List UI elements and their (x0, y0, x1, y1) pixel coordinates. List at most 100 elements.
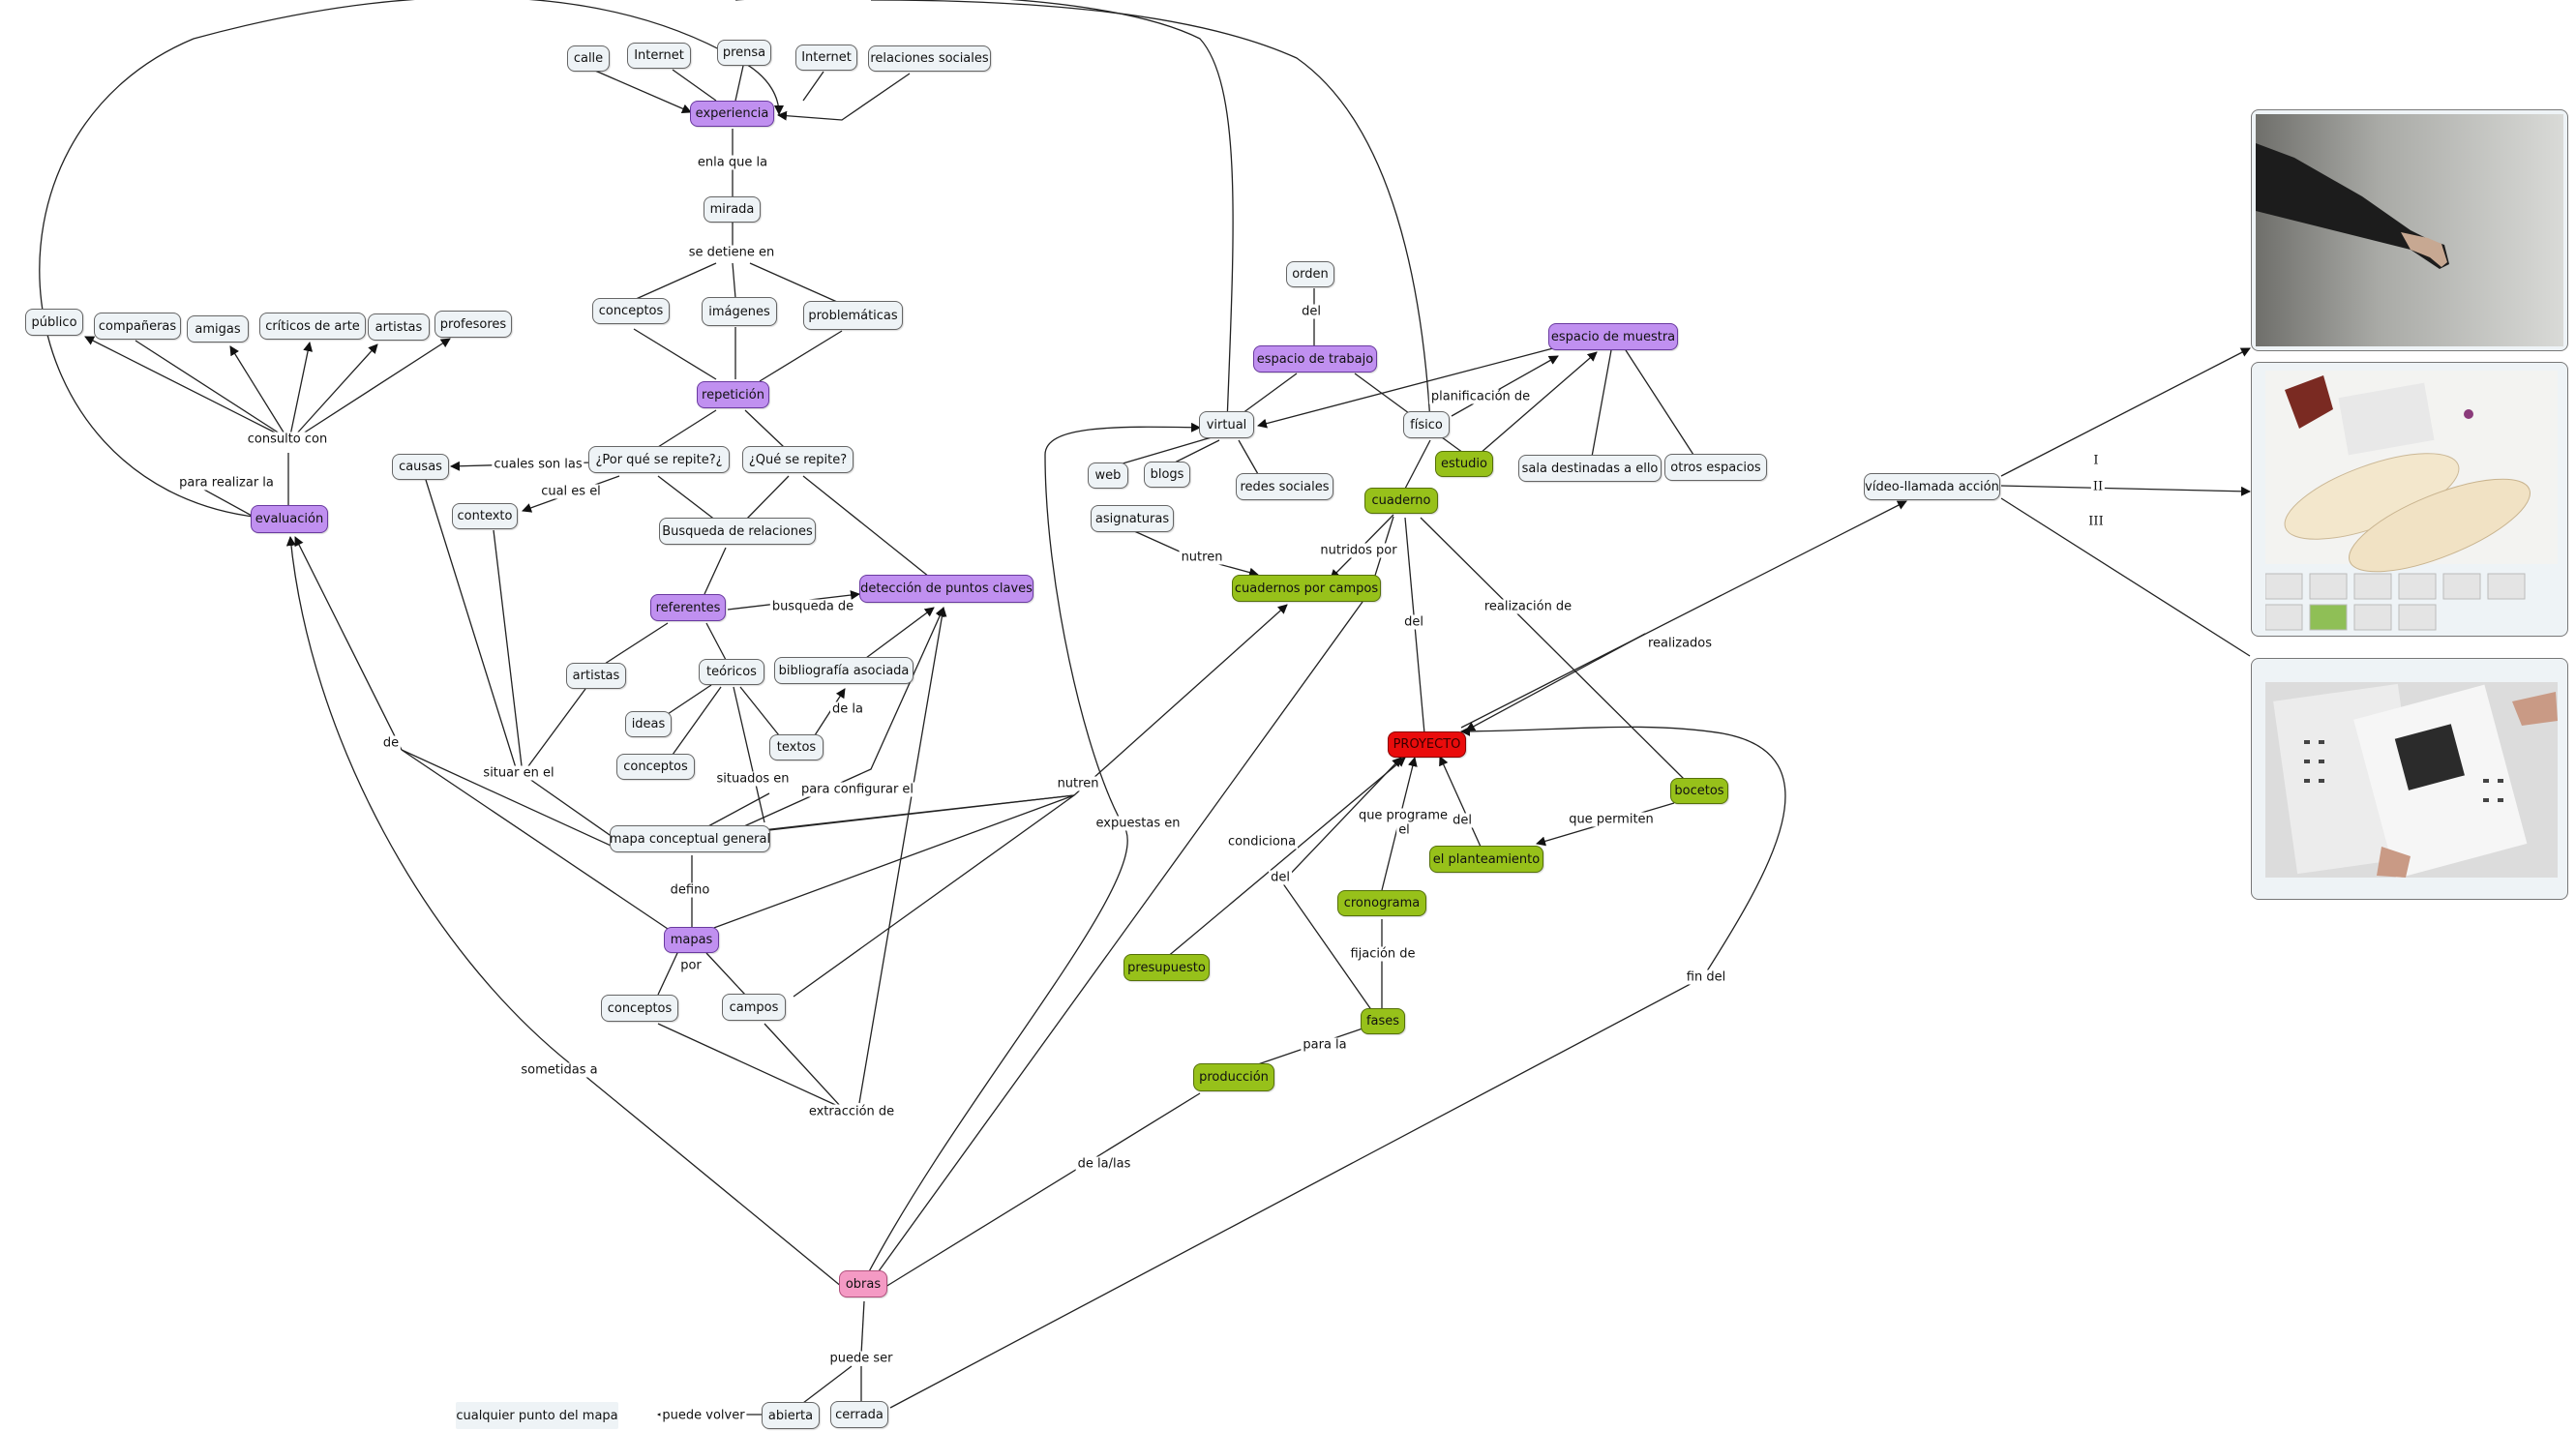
node-que-se-repite[interactable]: ¿Qué se repite? (742, 446, 854, 473)
node-teoricos[interactable]: teóricos (699, 659, 764, 685)
node-cuadernos-por-campos[interactable]: cuadernos por campos (1232, 575, 1381, 602)
node-deteccion-puntos-claves[interactable]: detección de puntos claves (859, 575, 1033, 603)
edge-obras-cuadernos (875, 601, 1363, 1276)
edge-evaluacion-experiencia-loop (39, 0, 784, 518)
node-estudio[interactable]: estudio (1435, 451, 1493, 477)
node-relaciones-sociales[interactable]: relaciones sociales (868, 45, 991, 72)
image-panel-1[interactable] (2251, 109, 2568, 351)
node-sala-destinadas[interactable]: sala destinadas a ello (1518, 455, 1662, 482)
edge-evaluacion-de (294, 536, 403, 751)
node-blogs[interactable]: blogs (1144, 462, 1190, 488)
edge-muestra-otros (1625, 349, 1694, 456)
edge-virtual-blogs (1170, 439, 1220, 465)
node-publico[interactable]: público (25, 309, 83, 336)
node-redes-sociales[interactable]: redes sociales (1236, 473, 1333, 500)
node-otros-espacios[interactable]: otros espacios (1664, 454, 1767, 481)
edge-situar-mapa (522, 773, 620, 843)
label-del-2: del (1402, 614, 1425, 630)
node-referentes[interactable]: referentes (650, 594, 726, 621)
node-conceptos-3[interactable]: conceptos (601, 995, 678, 1022)
node-textos[interactable]: textos (769, 734, 824, 760)
edge-referentes-teoricos (705, 622, 727, 661)
node-mapa-conceptual-general[interactable]: mapa conceptual general (610, 825, 770, 852)
edge-estudio-muestra (1472, 351, 1598, 461)
node-mirada[interactable]: mirada (704, 196, 761, 223)
photo-insoles-icon (2265, 371, 2558, 631)
node-internet-1[interactable]: Internet (627, 43, 691, 69)
node-espacio-de-trabajo[interactable]: espacio de trabajo (1253, 345, 1377, 373)
node-problematicas[interactable]: problemáticas (803, 301, 903, 330)
node-ideas[interactable]: ideas (625, 711, 672, 737)
node-causas[interactable]: causas (392, 454, 449, 480)
node-cuaderno[interactable]: cuaderno (1364, 488, 1438, 514)
node-por-que-se-repite[interactable]: ¿Por qué se repite?¿ (588, 446, 730, 473)
label-cuales-son-las: cuales son las (492, 457, 584, 472)
edge-espaciomuestra-virtual (1257, 347, 1554, 429)
edge-espacio-fisico (1354, 373, 1414, 417)
edge-presupuesto-proyecto (1165, 757, 1406, 959)
edge-quese-deteccion (802, 475, 930, 578)
label-fijacion-de: fijación de (1348, 946, 1418, 962)
node-asignaturas[interactable]: asignaturas (1091, 505, 1174, 532)
node-virtual[interactable]: virtual (1199, 411, 1254, 438)
edge-consulto-profesores (299, 338, 451, 436)
label-de-la: de la (830, 701, 865, 717)
node-contexto[interactable]: contexto (452, 503, 518, 529)
node-conceptos-1[interactable]: conceptos (592, 298, 670, 324)
node-cronograma[interactable]: cronograma (1337, 890, 1426, 916)
edge-video-panel1 (2000, 347, 2251, 477)
node-internet-2[interactable]: Internet (795, 45, 857, 71)
label-de: de (380, 735, 402, 751)
node-artistas-2[interactable]: artistas (368, 313, 430, 341)
node-proyecto[interactable]: PROYECTO (1388, 731, 1466, 758)
node-fisico[interactable]: físico (1403, 411, 1450, 438)
label-se-detiene-en: se detiene en (686, 245, 777, 260)
label-fin-del: fin del (1684, 969, 1728, 985)
node-campos[interactable]: campos (722, 994, 786, 1021)
label-enla-que-la: enla que la (695, 155, 770, 170)
image-panel-2[interactable] (2251, 362, 2568, 637)
node-video-llamada-accion[interactable]: vídeo-llamada acción (1864, 473, 2000, 500)
node-fases[interactable]: fases (1361, 1008, 1405, 1034)
edge-busqueda-referentes (704, 547, 727, 595)
node-produccion[interactable]: producción (1193, 1063, 1274, 1091)
edge-conceptos-repeticion (633, 328, 717, 380)
node-mapas[interactable]: mapas (664, 927, 719, 953)
node-imagenes[interactable]: imágenes (702, 297, 777, 326)
node-cualquier-punto-del-mapa[interactable]: cualquier punto del mapa (456, 1402, 618, 1429)
node-presupuesto[interactable]: presupuesto (1123, 954, 1210, 981)
node-repeticion[interactable]: repetición (697, 381, 769, 408)
node-amigas[interactable]: amigas (187, 315, 249, 343)
label-roman-1: I (2091, 453, 2101, 468)
label-busqueda-de: busqueda de (769, 599, 856, 614)
node-profesores[interactable]: profesores (434, 311, 512, 338)
edge-referentes-artistas (604, 622, 669, 665)
node-companeras[interactable]: compañeras (94, 313, 181, 340)
photo-booklet-icon (2265, 682, 2558, 878)
node-bibliografia[interactable]: bibliografía asociada (774, 657, 914, 684)
node-artistas-1[interactable]: artistas (566, 663, 626, 689)
label-planificacion-de: planificación de (1428, 389, 1533, 404)
node-cerrada[interactable]: cerrada (830, 1401, 888, 1428)
node-evaluacion[interactable]: evaluación (251, 505, 328, 533)
node-conceptos-2[interactable]: conceptos (616, 754, 695, 780)
node-el-planteamiento[interactable]: el planteamiento (1429, 846, 1543, 873)
edge-cuaderno-bocetos (1420, 517, 1685, 780)
node-bocetos[interactable]: bocetos (1670, 778, 1728, 804)
node-espacio-de-muestra[interactable]: espacio de muestra (1548, 323, 1678, 350)
label-que-programe: que programe (1356, 808, 1451, 823)
node-calle[interactable]: calle (567, 45, 610, 72)
label-de-la-las: de la/las (1075, 1156, 1133, 1172)
image-panel-3[interactable] (2251, 658, 2568, 900)
edge-internet2-experiencia (802, 71, 824, 102)
node-criticos-de-arte[interactable]: críticos de arte (259, 313, 366, 340)
node-obras[interactable]: obras (839, 1270, 887, 1297)
node-experiencia[interactable]: experiencia (690, 101, 774, 127)
node-abierta[interactable]: abierta (762, 1402, 820, 1429)
node-web[interactable]: web (1088, 462, 1128, 489)
node-busqueda-relaciones[interactable]: Busqueda de relaciones (659, 518, 816, 545)
node-orden[interactable]: orden (1286, 261, 1334, 287)
label-nutren-2: nutren (1179, 550, 1225, 565)
node-prensa[interactable]: prensa (717, 40, 771, 66)
edge-relsoc-experiencia (777, 73, 911, 121)
